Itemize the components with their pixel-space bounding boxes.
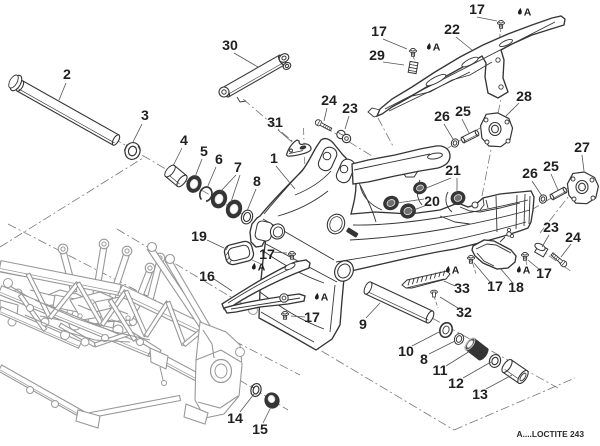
svg-text:17: 17 <box>536 266 552 282</box>
svg-text:17: 17 <box>371 24 387 40</box>
svg-text:A: A <box>523 265 531 277</box>
svg-text:16: 16 <box>199 269 215 285</box>
svg-text:A: A <box>433 42 441 54</box>
svg-text:10: 10 <box>398 344 414 360</box>
svg-text:23: 23 <box>342 101 358 117</box>
svg-text:21: 21 <box>445 163 461 179</box>
svg-text:7: 7 <box>234 160 242 176</box>
svg-text:3: 3 <box>141 108 149 124</box>
svg-text:18: 18 <box>508 280 524 296</box>
svg-text:29: 29 <box>369 48 385 64</box>
svg-text:4: 4 <box>180 133 188 149</box>
svg-text:8: 8 <box>420 352 428 368</box>
svg-text:33: 33 <box>454 281 470 297</box>
svg-text:A: A <box>524 7 532 19</box>
svg-text:27: 27 <box>574 140 590 156</box>
svg-text:17: 17 <box>259 247 275 263</box>
svg-text:A: A <box>452 265 460 277</box>
svg-text:5: 5 <box>200 144 208 160</box>
svg-text:17: 17 <box>487 279 503 295</box>
svg-text:9: 9 <box>359 317 367 333</box>
svg-text:31: 31 <box>267 115 283 131</box>
svg-text:17: 17 <box>304 310 320 326</box>
svg-text:1: 1 <box>270 151 278 167</box>
svg-text:24: 24 <box>321 93 337 109</box>
svg-text:2: 2 <box>63 67 71 83</box>
svg-text:13: 13 <box>472 387 488 403</box>
svg-text:A: A <box>258 262 266 274</box>
svg-text:23: 23 <box>543 220 559 236</box>
svg-text:8: 8 <box>253 174 261 190</box>
svg-text:26: 26 <box>522 166 538 182</box>
svg-text:28: 28 <box>516 89 532 105</box>
svg-text:11: 11 <box>433 363 448 379</box>
svg-text:17: 17 <box>469 2 485 18</box>
svg-text:25: 25 <box>455 104 471 120</box>
svg-text:6: 6 <box>215 152 223 168</box>
svg-text:A....LOCTITE 243: A....LOCTITE 243 <box>517 429 585 439</box>
svg-text:A: A <box>321 292 329 304</box>
svg-text:26: 26 <box>434 109 450 125</box>
svg-text:24: 24 <box>565 230 581 246</box>
svg-text:20: 20 <box>424 194 440 210</box>
svg-text:19: 19 <box>191 229 207 245</box>
svg-text:32: 32 <box>456 305 472 321</box>
svg-text:30: 30 <box>222 38 238 54</box>
svg-text:14: 14 <box>227 411 243 427</box>
svg-text:25: 25 <box>543 159 559 175</box>
svg-text:22: 22 <box>444 22 460 38</box>
svg-text:12: 12 <box>448 376 464 392</box>
svg-text:15: 15 <box>252 422 268 438</box>
